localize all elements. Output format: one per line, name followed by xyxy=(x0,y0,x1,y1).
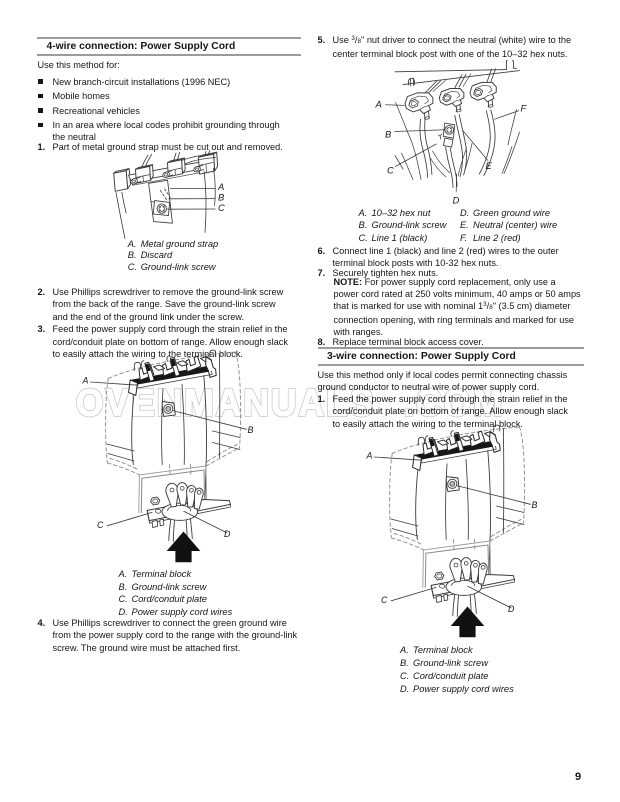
svg-text:B: B xyxy=(248,425,254,435)
svg-text:A: A xyxy=(217,181,224,192)
svg-text:.COM: .COM xyxy=(404,381,504,423)
svg-text:C: C xyxy=(218,202,225,213)
svg-text:D: D xyxy=(224,529,231,539)
svg-text:.COM: .COM xyxy=(404,381,504,423)
svg-text:D: D xyxy=(453,195,460,206)
svg-text:C: C xyxy=(387,165,394,176)
svg-text:E: E xyxy=(486,160,493,171)
svg-text:B: B xyxy=(385,129,391,140)
svg-text:F: F xyxy=(521,103,528,114)
svg-text:B: B xyxy=(218,192,224,203)
svg-text:A: A xyxy=(82,375,89,385)
svg-text:OVENMANUALS: OVENMANUALS xyxy=(76,381,375,423)
svg-text:C: C xyxy=(97,520,104,530)
svg-text:OVENMANUALS: OVENMANUALS xyxy=(76,381,375,423)
svg-text:A: A xyxy=(375,99,382,110)
